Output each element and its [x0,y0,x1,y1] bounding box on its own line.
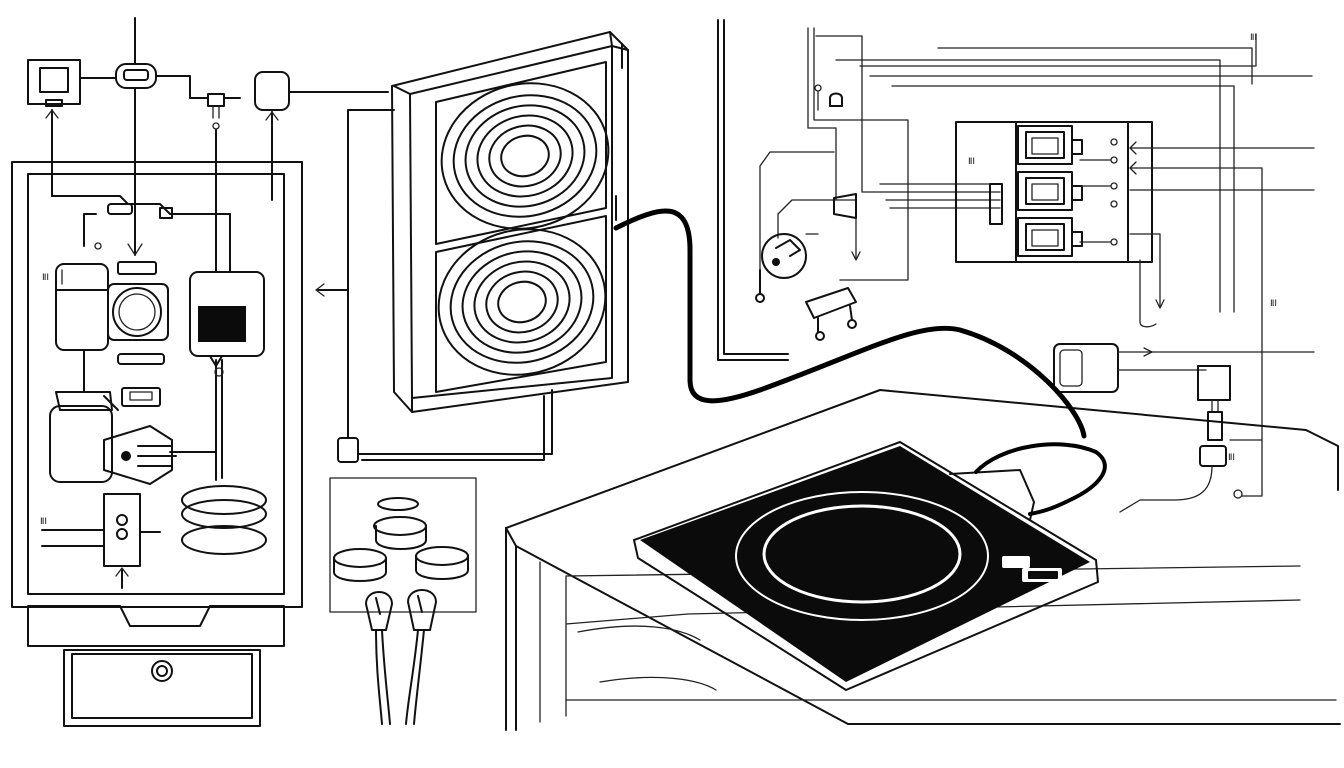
top-switch-icon [115,63,157,89]
sensor-icon [329,477,477,725]
coil-ring-icon [181,485,267,555]
svg-text:ⅡⅠ: ⅡⅠ [1250,33,1257,43]
lower-coil-winding [437,228,607,376]
cabinet-internal-wiring [41,195,231,589]
coil-icon [391,31,629,413]
svg-text:ⅡⅠ: ⅡⅠ [42,273,49,283]
capacitor-icon [254,71,290,111]
top-wires [45,17,389,256]
relay-icon: ⅡⅠ [955,33,1315,497]
upper-coil-winding [440,82,610,230]
fuse-holder-icon: ⅡⅠ [42,263,109,351]
thermostat-icon [27,59,81,107]
transformer-icon [49,391,177,485]
motor-icon [755,193,857,303]
svg-text:ⅡⅠ: ⅡⅠ [1228,453,1235,463]
cooktop-icon [633,441,1107,691]
label-plate-icon [117,261,165,407]
control-wiring [717,19,1313,361]
relay-box-icon [189,271,265,377]
svg-text:ⅡⅠ: ⅡⅠ [968,157,975,167]
gauge-icon [107,283,169,341]
sensor-probe-icon [805,287,857,341]
coil-panel-wiring [315,109,553,463]
connector-plug-icon [207,93,225,130]
control-cabinet [11,161,303,727]
power-cord [613,208,1087,439]
svg-text:ⅡⅠ: ⅡⅠ [1270,299,1277,309]
junction-box-icon: ⅡⅠ [1053,343,1315,513]
svg-text:ⅡⅠ: ⅡⅠ [40,517,47,527]
terminal-block-icon: ⅡⅠ [40,493,141,567]
